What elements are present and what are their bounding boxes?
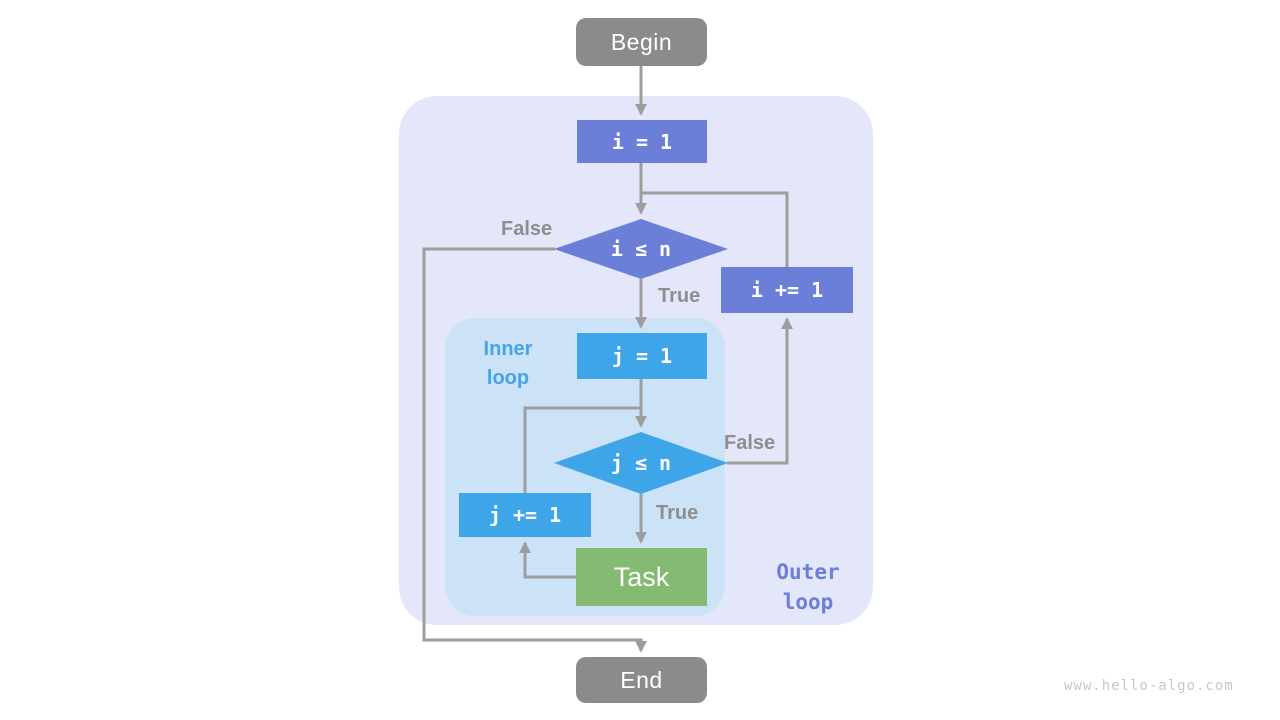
edge-task-to-inc-j — [519, 541, 576, 579]
outer-loop-label-line1: Outer — [776, 560, 840, 584]
task-node: Task — [576, 548, 707, 606]
cond-j-true-label: True — [656, 502, 699, 524]
init-j-node: j = 1 — [577, 333, 707, 379]
inc-j-node: j += 1 — [459, 493, 591, 537]
begin-node: Begin — [576, 18, 707, 66]
edge-cond-i-false-to-end — [422, 247, 647, 653]
init-i-node: i = 1 — [577, 120, 707, 163]
outer-loop-label: Outer loop — [746, 557, 870, 617]
end-node: End — [576, 657, 707, 703]
inner-loop-label-line2: loop — [486, 367, 530, 389]
cond-i-false-label: False — [501, 218, 553, 240]
cond-j-false-label: False — [724, 432, 776, 454]
watermark: www.hello-algo.com — [1064, 678, 1234, 694]
inc-i-node: i += 1 — [721, 267, 853, 313]
inner-loop-label: Inner loop — [452, 335, 564, 393]
edge-cond-j-false-to-inc-i — [727, 317, 793, 465]
outer-loop-label-line2: loop — [782, 590, 834, 614]
edge-inc-j-to-merge — [523, 406, 641, 493]
inner-loop-label-line1: Inner — [483, 338, 533, 360]
cond-i-true-label: True — [658, 285, 701, 307]
edge-inc-i-to-merge — [641, 191, 789, 267]
